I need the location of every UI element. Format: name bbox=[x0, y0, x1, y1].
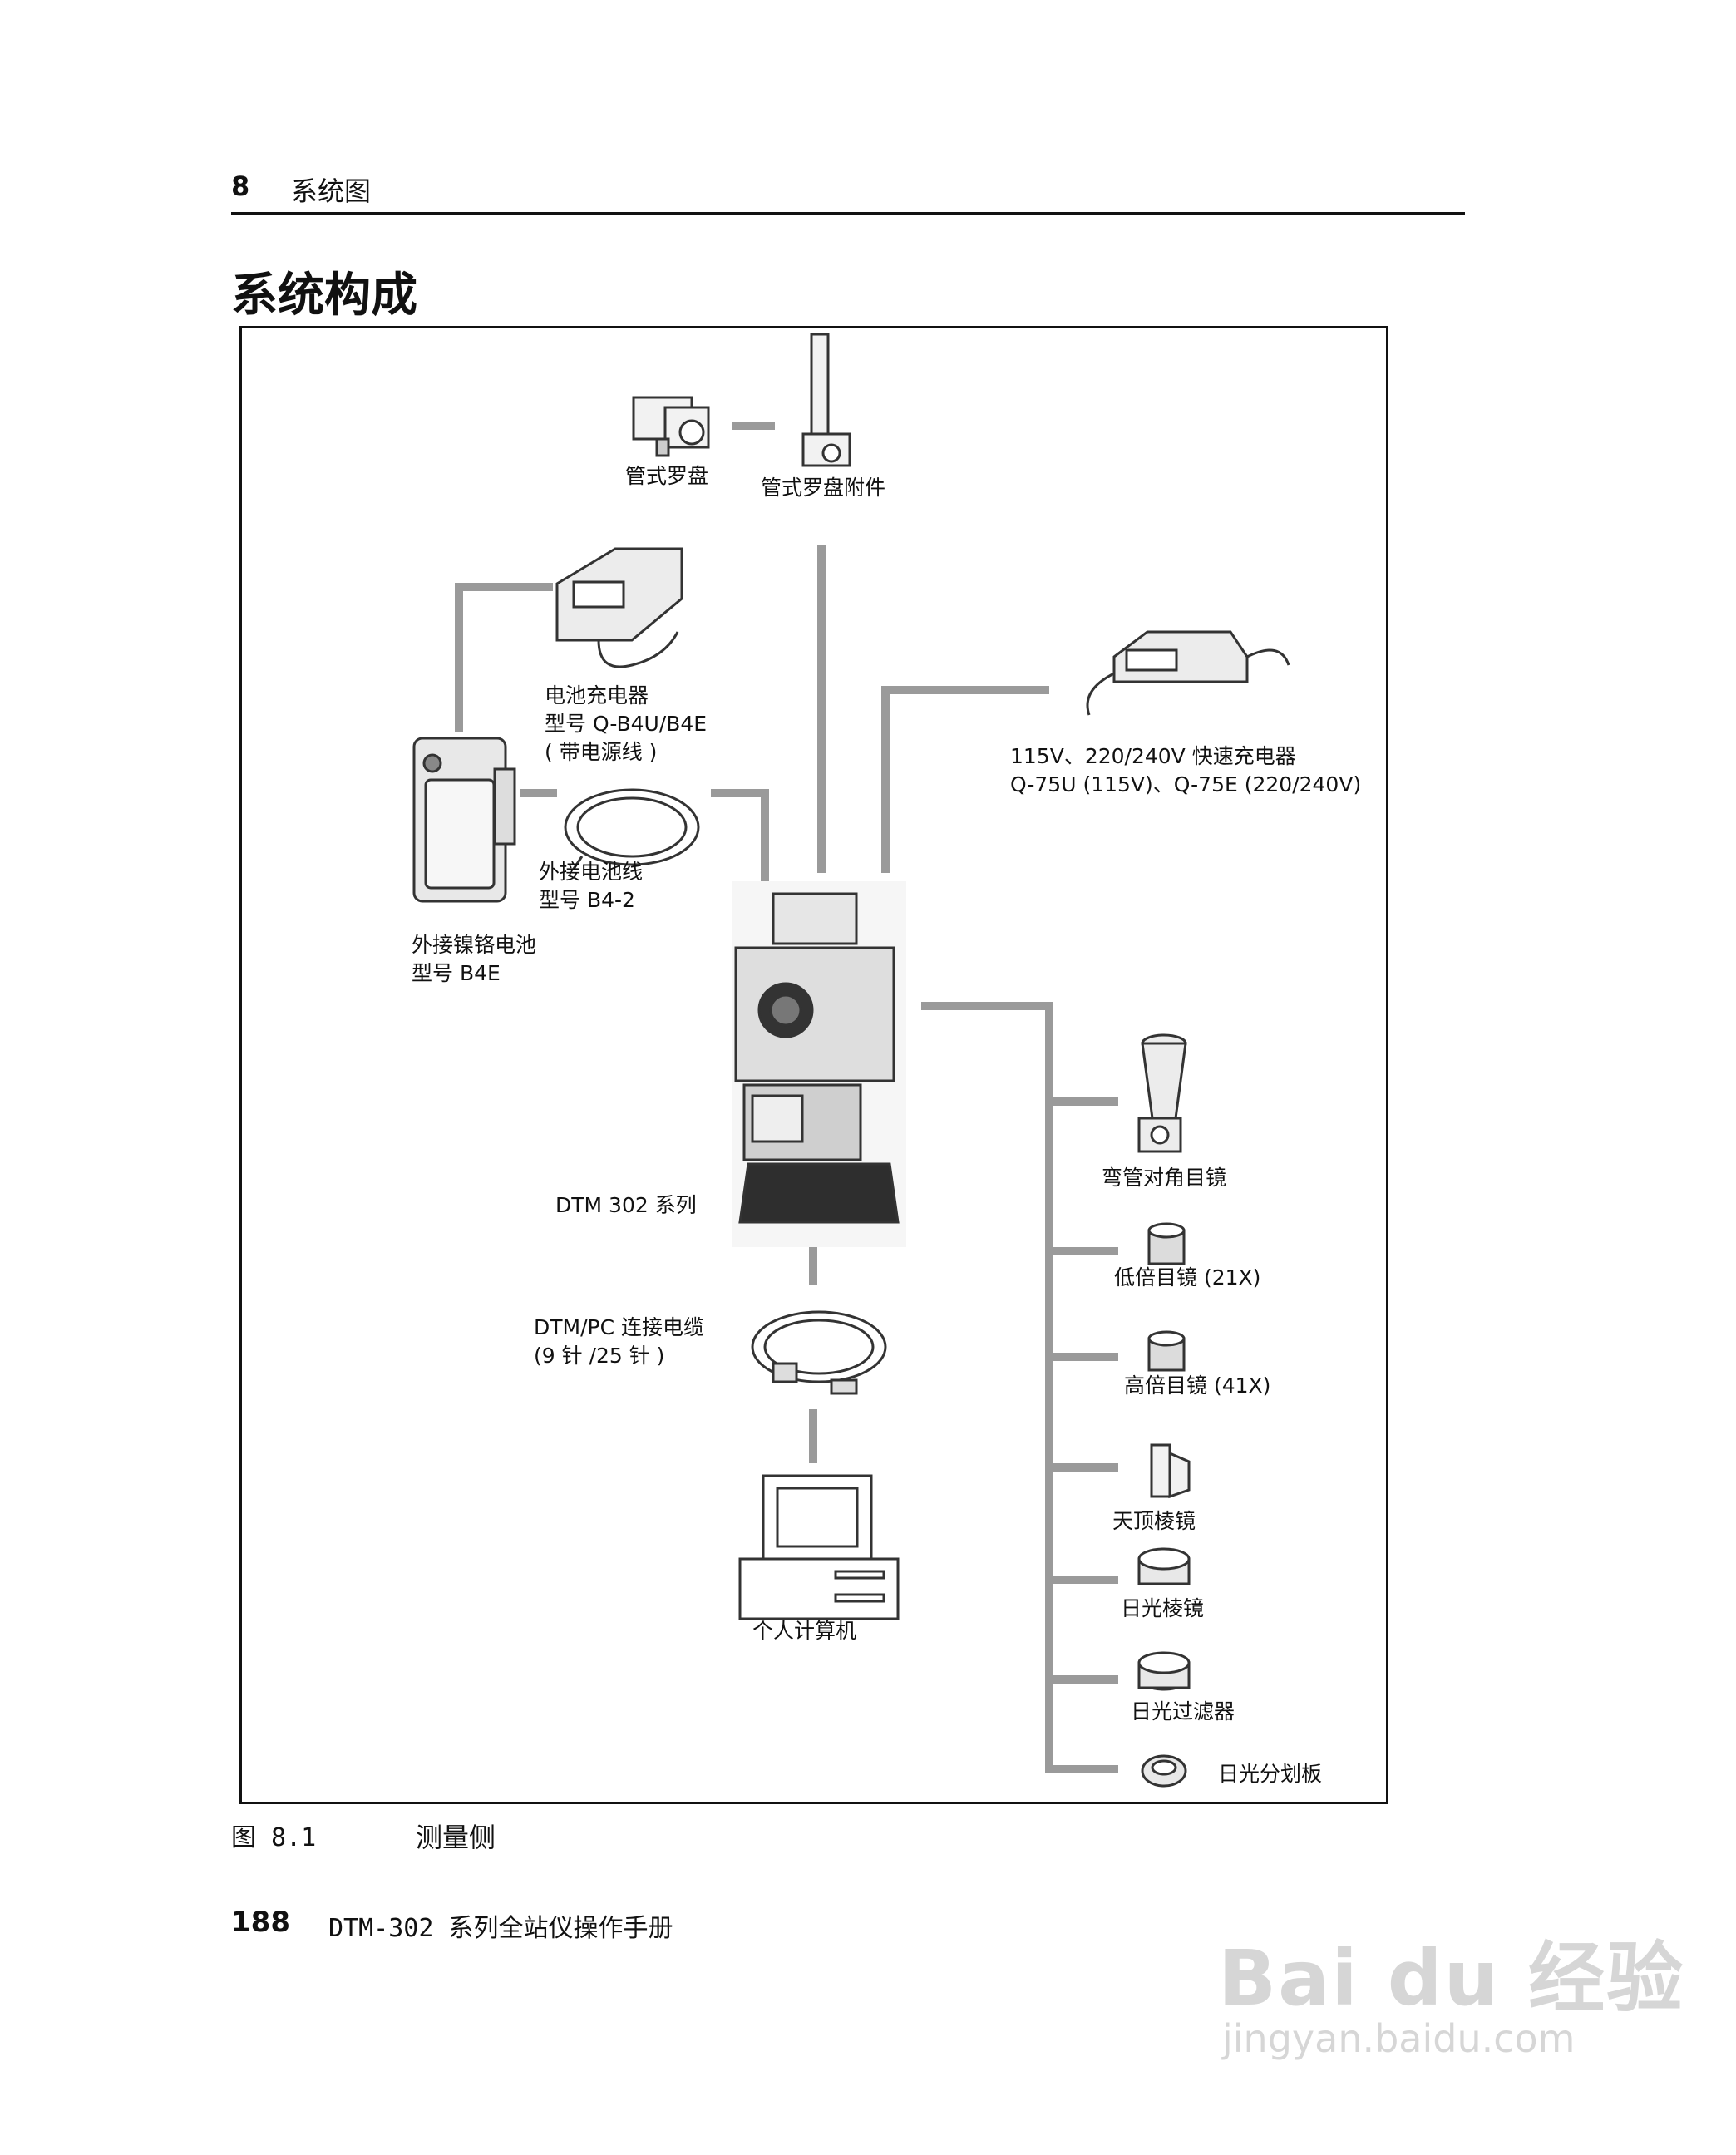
external-battery-line-2: 型号 B4E bbox=[412, 961, 501, 985]
figure-label: 图 8.1 bbox=[231, 1823, 317, 1852]
tube-compass-icon bbox=[632, 396, 710, 457]
label-dtm-series: DTM 302 系列 bbox=[555, 1193, 697, 1217]
battery-cable-line-2: 型号 B4-2 bbox=[539, 888, 635, 912]
pc-cable-line-1: DTM/PC 连接电缆 bbox=[534, 1315, 704, 1339]
page-number: 188 bbox=[231, 1906, 290, 1939]
battery-charger-line-1: 电池充电器 bbox=[545, 683, 649, 708]
external-battery-icon bbox=[412, 737, 516, 903]
label-compass-attachment: 管式罗盘附件 bbox=[761, 476, 886, 500]
label-diagonal-eyepiece: 弯管对角目镜 bbox=[1102, 1166, 1227, 1190]
pc-cable-icon bbox=[751, 1310, 887, 1395]
battery-charger-icon bbox=[555, 547, 683, 668]
quick-charger-line-1: 115V、220/240V 快速充电器 bbox=[1010, 744, 1296, 768]
zenith-prism-icon bbox=[1150, 1443, 1191, 1499]
label-zenith-prism: 天顶棱镜 bbox=[1112, 1509, 1196, 1533]
label-high-mag-eyepiece: 高倍目镜 (41X) bbox=[1124, 1373, 1271, 1398]
personal-computer-icon bbox=[738, 1474, 900, 1620]
manual-title: DTM-302 系列全站仪操作手册 bbox=[328, 1914, 673, 1943]
chapter-number: 8 bbox=[231, 170, 250, 202]
label-solar-filter: 日光过滤器 bbox=[1131, 1699, 1235, 1724]
battery-cable-line-1: 外接电池线 bbox=[539, 860, 644, 884]
solar-filter-icon bbox=[1137, 1651, 1191, 1691]
label-battery-charger: 电池充电器 型号 Q-B4U/B4E ( 带电源线 ) bbox=[545, 682, 707, 767]
label-solar-reticle: 日光分划板 bbox=[1218, 1762, 1323, 1786]
low-mag-eyepiece-icon bbox=[1147, 1222, 1186, 1265]
total-station-icon bbox=[732, 881, 906, 1247]
pc-cable-line-2: (9 针 /25 针 ) bbox=[534, 1344, 665, 1368]
diagram-frame bbox=[239, 326, 1388, 1804]
chapter-title: 系统图 bbox=[291, 175, 372, 207]
label-pc-cable: DTM/PC 连接电缆 (9 针 /25 针 ) bbox=[534, 1314, 704, 1370]
watermark-logo: Bai du 经验 bbox=[1218, 1934, 1685, 2023]
battery-charger-line-2: 型号 Q-B4U/B4E bbox=[545, 712, 708, 736]
quick-charger-icon bbox=[1086, 630, 1290, 716]
figure-caption: 测量侧 bbox=[416, 1822, 496, 1853]
connector-lines bbox=[455, 422, 1118, 1773]
label-tube-compass: 管式罗盘 bbox=[625, 464, 709, 488]
label-solar-prism: 日光棱镜 bbox=[1121, 1596, 1205, 1620]
label-battery-cable: 外接电池线 型号 B4-2 bbox=[539, 858, 643, 915]
label-low-mag-eyepiece: 低倍目镜 (21X) bbox=[1114, 1265, 1261, 1290]
external-battery-line-1: 外接镍铬电池 bbox=[412, 933, 537, 957]
label-personal-computer: 个人计算机 bbox=[752, 1619, 857, 1643]
label-quick-charger: 115V、220/240V 快速充电器 Q-75U (115V)、Q-75E (… bbox=[1010, 742, 1361, 799]
watermark-url: jingyan.baidu.com bbox=[1222, 2016, 1576, 2061]
label-external-battery: 外接镍铬电池 型号 B4E bbox=[412, 931, 536, 988]
battery-charger-line-3: ( 带电源线 ) bbox=[545, 740, 658, 764]
battery-cable-icon bbox=[564, 788, 700, 870]
quick-charger-line-2: Q-75U (115V)、Q-75E (220/240V) bbox=[1010, 772, 1362, 796]
compass-attachment-icon bbox=[801, 333, 851, 467]
solar-reticle-icon bbox=[1141, 1754, 1187, 1788]
solar-prism-icon bbox=[1137, 1547, 1191, 1585]
header-rule bbox=[231, 212, 1465, 215]
high-mag-eyepiece-icon bbox=[1147, 1330, 1186, 1372]
section-title: 系统构成 bbox=[231, 269, 417, 323]
diagonal-eyepiece-icon bbox=[1137, 1033, 1187, 1153]
